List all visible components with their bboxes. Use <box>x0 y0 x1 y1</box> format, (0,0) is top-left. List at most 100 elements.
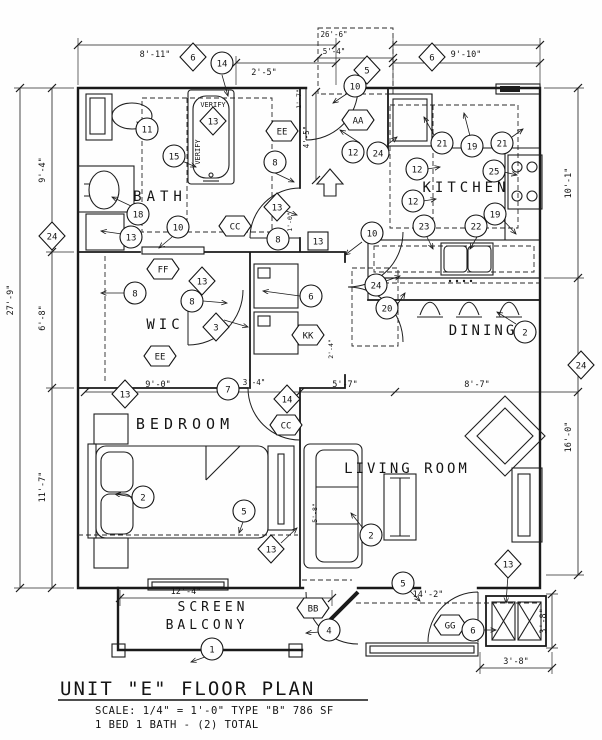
title-block: UNIT "E" FLOOR PLAN SCALE: 1/4" = 1'-0" … <box>58 678 368 731</box>
keynote-diamond-icon <box>179 42 207 72</box>
dimension-text: 16'-0" <box>564 422 574 453</box>
leader-arrow <box>426 167 440 169</box>
callout-diamond-13: 13 <box>263 192 291 222</box>
callout-circle-6: 6 <box>299 284 323 308</box>
coffee-table <box>383 473 417 541</box>
kitchen-counters <box>367 94 541 301</box>
callout-hex-AA: AA <box>341 109 375 131</box>
annotation-text: VERIFY <box>194 139 202 165</box>
callout-label: 6 <box>429 54 434 64</box>
callout-diamond-3: 3 <box>202 312 230 342</box>
dim-tick <box>80 387 90 397</box>
leader-arrow <box>280 528 297 544</box>
keynote-circle-icon <box>366 141 390 165</box>
callout-circle-5: 5 <box>391 571 415 595</box>
dim-tick <box>15 583 25 593</box>
dim-tick <box>47 583 57 593</box>
dim-tick <box>573 83 583 93</box>
callout-label: 2 <box>368 532 373 542</box>
room-label: WIC <box>146 317 183 333</box>
callout-label: 5 <box>241 508 246 518</box>
sofa <box>303 443 363 569</box>
dim-tick <box>573 570 583 580</box>
keynote-circle-icon <box>360 221 384 245</box>
room-label: BALCONY <box>166 618 249 633</box>
door-tag-hex-icon <box>296 597 330 619</box>
callout-circle-20: 20 <box>375 296 399 320</box>
dimension-text: 8'-7" <box>464 380 490 390</box>
bar-stools <box>417 301 522 318</box>
callout-circle-22: 22 <box>464 214 488 238</box>
balcony-post <box>288 643 303 658</box>
leader-arrow <box>503 172 517 175</box>
dimension-text: 11'-7" <box>38 472 48 503</box>
dimension-text: 5'-7" <box>332 380 358 390</box>
dim-tick <box>73 40 83 50</box>
pocket-door-ff <box>141 246 205 255</box>
tv-console <box>511 467 543 543</box>
keynote-circle-icon <box>464 214 488 238</box>
dimension-text: 5'-8" <box>311 503 319 523</box>
interior-walls <box>77 87 389 589</box>
keynote-circle-icon <box>430 131 454 155</box>
callout-diamond-13: 13 <box>111 379 139 409</box>
leader-arrow <box>159 236 173 248</box>
keynote-circle-icon <box>166 215 190 239</box>
keynote-diamond-icon <box>199 106 227 136</box>
callout-label: 21 <box>497 140 508 150</box>
callout-circle-24: 24 <box>364 273 388 297</box>
dimension-text: 12'-4" <box>171 587 202 597</box>
doors <box>187 87 479 645</box>
callout-label: KK <box>303 332 314 342</box>
door-tag-hex-icon <box>146 258 180 280</box>
callout-label: 6 <box>308 293 313 303</box>
keynote-circle-icon <box>266 227 290 251</box>
callout-diamond-6: 6 <box>418 42 446 72</box>
leader-arrow <box>426 236 433 249</box>
callout-label: 24 <box>371 282 382 292</box>
keynote-circle-icon <box>123 281 147 305</box>
plan-total: 1 BED 1 BATH - (2) TOTAL <box>95 719 259 731</box>
dimension-text: 9'-10" <box>451 50 482 60</box>
callout-label: 24 <box>373 150 384 160</box>
dimension-text: 2'-5" <box>251 68 277 78</box>
dim-tick <box>47 247 57 257</box>
dimension-text: 3'-4" <box>243 378 266 387</box>
callout-label: 4 <box>326 627 331 637</box>
leader-arrow <box>221 74 228 96</box>
water-heater-closet <box>491 601 542 641</box>
callout-label: 25 <box>489 168 500 178</box>
dim-tick <box>388 40 398 50</box>
bathtub <box>187 89 235 185</box>
leader-arrow <box>112 197 132 207</box>
keynote-circle-icon <box>513 320 537 344</box>
callout-label: 20 <box>382 305 393 315</box>
callout-circle-24: 24 <box>366 141 390 165</box>
keynote-circle-icon <box>405 157 429 181</box>
leader-arrows <box>101 74 523 662</box>
leader-arrow <box>274 172 294 182</box>
callout-label: 14 <box>217 60 228 70</box>
keynote-diamond-icon <box>188 266 216 296</box>
callout-label: 8 <box>132 290 137 300</box>
leader-arrow <box>285 210 297 215</box>
dimension-text: 6'-8" <box>38 305 48 331</box>
callout-hex-BB: BB <box>296 597 330 619</box>
door-tag-hex-icon <box>143 345 177 367</box>
callout-circle-2: 2 <box>131 485 155 509</box>
keynote-circle-icon <box>412 214 436 238</box>
keynote-circle-icon <box>317 618 341 642</box>
dimension-text: 10'-1" <box>564 168 574 199</box>
room-label: BEDROOM <box>136 415 234 433</box>
callout-circle-8: 8 <box>180 289 204 313</box>
dimension-text: 9'-0" <box>145 380 171 390</box>
callout-hex-EE: EE <box>265 120 299 142</box>
callout-diamond-6: 6 <box>179 42 207 72</box>
dimension-text: 3'-8" <box>503 657 529 667</box>
leader-arrow <box>385 276 400 282</box>
callout-label: 13 <box>120 391 131 401</box>
callout-circle-19: 19 <box>483 202 507 226</box>
callout-label: 10 <box>367 230 378 240</box>
